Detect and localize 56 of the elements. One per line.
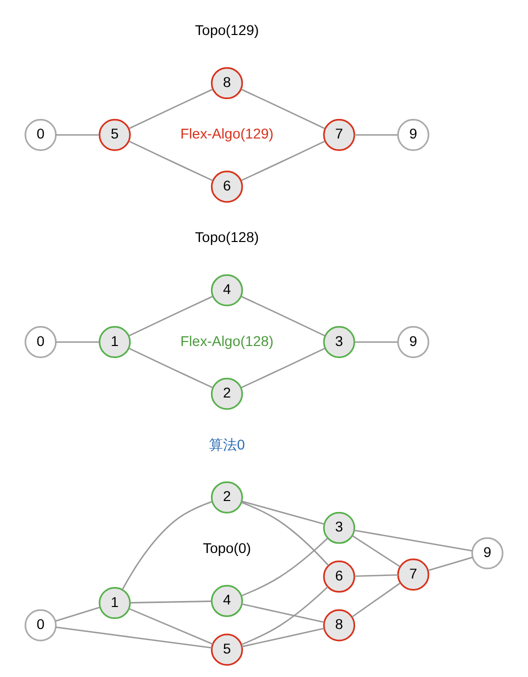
node-circle: 0 <box>24 326 57 358</box>
node-circle: 8 <box>210 66 243 99</box>
connector <box>128 608 213 644</box>
node-circle: 2 <box>210 480 243 513</box>
label: Topo(128) <box>194 230 259 246</box>
connector <box>56 340 99 342</box>
connector <box>240 295 326 336</box>
connector <box>122 500 212 590</box>
label: Topo(0) <box>202 540 252 556</box>
node-circle: 4 <box>210 584 243 617</box>
node-circle: 6 <box>323 560 356 592</box>
label: Flex-Algo(129) <box>180 126 274 142</box>
node-circle: 1 <box>98 586 131 619</box>
connector <box>352 534 400 567</box>
connector <box>240 140 326 181</box>
node-circle: 3 <box>323 511 356 544</box>
connector <box>354 340 398 342</box>
connector <box>242 500 324 524</box>
connector <box>240 88 326 129</box>
node-circle: 7 <box>323 118 356 150</box>
connector <box>242 627 324 647</box>
connector <box>354 574 398 576</box>
node-circle: 5 <box>98 118 131 150</box>
connector <box>241 501 329 566</box>
node-circle: 2 <box>210 377 243 410</box>
node-circle: 9 <box>471 536 504 569</box>
label: 算法0 <box>208 436 245 453</box>
connector <box>130 600 212 603</box>
label: Topo(129) <box>194 22 259 39</box>
node-circle: 5 <box>210 633 243 666</box>
node-circle: 9 <box>397 118 430 150</box>
connector <box>428 556 473 571</box>
connector <box>55 606 100 622</box>
node-circle: 3 <box>323 326 356 358</box>
connector <box>56 626 212 648</box>
connector <box>128 88 213 129</box>
connector <box>128 140 213 181</box>
node-circle: 7 <box>397 558 430 590</box>
node-circle: 4 <box>210 274 243 306</box>
connector <box>241 586 328 645</box>
node-circle: 8 <box>323 608 356 641</box>
connector <box>128 347 213 388</box>
connector <box>352 582 400 618</box>
node-circle: 0 <box>24 608 57 641</box>
node-circle: 1 <box>98 326 131 358</box>
connector <box>354 134 398 136</box>
label: Flex-Algo(128) <box>180 333 274 350</box>
node-circle: 9 <box>397 326 430 358</box>
connector <box>240 347 326 388</box>
connector <box>242 602 324 622</box>
connector <box>56 134 99 136</box>
node-circle: 0 <box>24 118 57 150</box>
connector <box>241 537 328 596</box>
node-circle: 6 <box>210 170 243 202</box>
connector <box>354 529 472 551</box>
connector <box>128 295 213 336</box>
